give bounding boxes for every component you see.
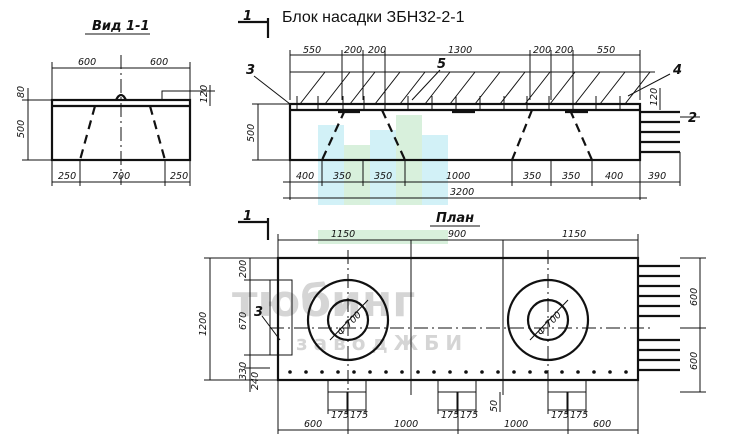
callout-2: 2 xyxy=(688,111,697,126)
front-view: 1 Блок насадки ЗБН32-2-1 xyxy=(238,9,700,200)
dim-front-bot-5: 350 xyxy=(523,171,541,182)
dim-front-right: 120 xyxy=(649,88,660,106)
section-mark-plan: 1 xyxy=(243,209,252,224)
dim-plan-bot-3: 1000 xyxy=(504,419,528,430)
plan-label: План xyxy=(436,211,474,226)
dim-plan-right-2: 600 xyxy=(689,352,700,370)
dim-front-top-1: 550 xyxy=(303,45,321,56)
dim-front-bot-3: 350 xyxy=(374,171,392,182)
dim-v11-top-1: 600 xyxy=(78,57,96,68)
dim-front-bot-7: 400 xyxy=(605,171,623,182)
dim-ins-1b: 175 xyxy=(350,410,368,421)
dim-ins-1a: 175 xyxy=(331,410,349,421)
dim-front-top-7: 550 xyxy=(597,45,615,56)
dim-plan-bot-4: 600 xyxy=(593,419,611,430)
dim-ins-3a: 175 xyxy=(551,410,569,421)
view-label: Вид 1-1 xyxy=(92,19,150,34)
dim-plan-left-3: 330 xyxy=(238,362,249,380)
dim-front-total: 3200 xyxy=(450,187,474,198)
dim-diam-2: Ф 700 xyxy=(535,310,564,339)
callout-3-plan: 3 xyxy=(254,305,263,320)
dim-v11-bot-1: 250 xyxy=(58,171,76,182)
dim-front-bot-6: 350 xyxy=(562,171,580,182)
dim-front-bot-8: 390 xyxy=(648,171,666,182)
drawing-title: Блок насадки ЗБН32-2-1 xyxy=(282,9,465,26)
dim-front-bot-1: 400 xyxy=(296,171,314,182)
plan-view: 1 План Ф 700 Ф 700 xyxy=(198,209,706,434)
dim-plan-left-1: 200 xyxy=(238,260,249,278)
watermark-logo: тюбинг заводЖБИ xyxy=(232,115,462,355)
view-1-1: Вид 1-1 600 600 80 500 120 250 700 250 xyxy=(16,19,215,186)
dim-front-left: 500 xyxy=(246,124,257,142)
callout-4: 4 xyxy=(672,63,682,78)
dim-front-bot-4: 1000 xyxy=(446,171,470,182)
callout-3: 3 xyxy=(246,63,255,78)
dim-v11-left-2: 500 xyxy=(16,120,27,138)
callout-5: 5 xyxy=(437,57,446,72)
dim-v11-top-2: 600 xyxy=(150,57,168,68)
dim-ins-3b: 175 xyxy=(570,410,588,421)
dim-front-top-5: 200 xyxy=(533,45,551,56)
dim-front-top-6: 200 xyxy=(555,45,573,56)
dim-plan-right-1: 600 xyxy=(689,288,700,306)
dim-plan-top-1: 1150 xyxy=(331,229,355,240)
dim-front-bot-2: 350 xyxy=(333,171,351,182)
dim-hole-depth: 50 xyxy=(489,400,500,412)
dim-plan-bot-2: 1000 xyxy=(394,419,418,430)
dim-v11-bot-3: 250 xyxy=(170,171,188,182)
dim-plan-top-2: 900 xyxy=(448,229,466,240)
dim-front-top-2: 200 xyxy=(344,45,362,56)
dim-v11-bot-2: 700 xyxy=(112,171,130,182)
dim-v11-right: 120 xyxy=(199,85,210,103)
dim-ins-2b: 175 xyxy=(460,410,478,421)
section-mark-top: 1 xyxy=(243,9,252,24)
dim-ins-2a: 175 xyxy=(441,410,459,421)
dim-plan-left-total: 1200 xyxy=(198,312,209,336)
dim-plan-bot-1: 600 xyxy=(304,419,322,430)
dim-front-top-3: 200 xyxy=(368,45,386,56)
dim-v11-left-1: 80 xyxy=(16,86,27,98)
dim-front-top-4: 1300 xyxy=(448,45,472,56)
dim-plan-top-3: 1150 xyxy=(562,229,586,240)
dim-plan-left-4: 240 xyxy=(250,372,261,390)
dim-plan-left-2: 670 xyxy=(238,312,249,330)
